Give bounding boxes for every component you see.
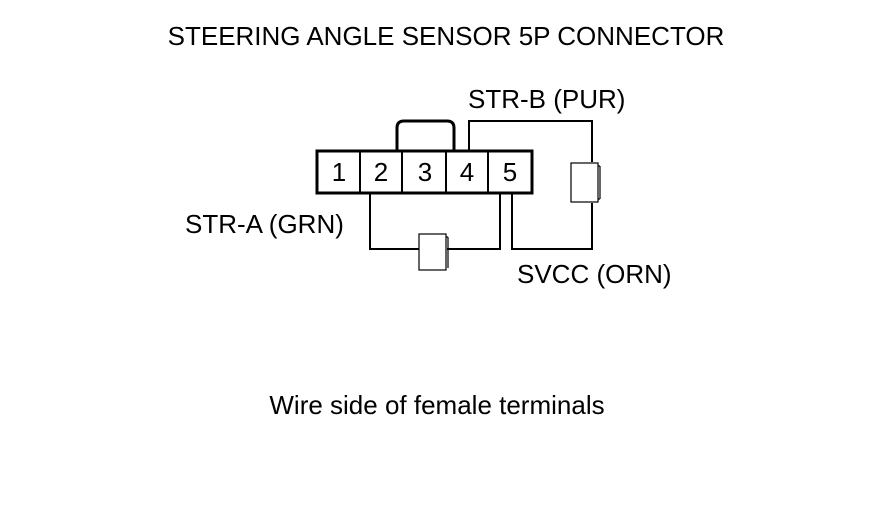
diagram-caption: Wire side of female terminals bbox=[269, 390, 604, 420]
pin-label-2: 2 bbox=[374, 157, 388, 187]
diagram-title: STEERING ANGLE SENSOR 5P CONNECTOR bbox=[168, 21, 725, 51]
pin-label-1: 1 bbox=[332, 157, 346, 187]
label-svcc: SVCC (ORN) bbox=[517, 259, 672, 289]
wire-str-a bbox=[369, 193, 419, 250]
lower-terminal bbox=[418, 233, 449, 271]
label-str-a: STR-A (GRN) bbox=[185, 209, 344, 239]
pin-label-4: 4 bbox=[460, 157, 474, 187]
wire-str-b bbox=[468, 120, 593, 162]
connector-lock-tab bbox=[395, 119, 456, 151]
wire-svcc bbox=[511, 193, 593, 250]
label-str-b: STR-B (PUR) bbox=[468, 84, 625, 114]
pin-label-3: 3 bbox=[418, 157, 432, 187]
right-terminal bbox=[570, 162, 601, 203]
wire-pin5-loop bbox=[447, 193, 501, 250]
pin-label-5: 5 bbox=[503, 157, 517, 187]
connector-body bbox=[315, 149, 534, 195]
